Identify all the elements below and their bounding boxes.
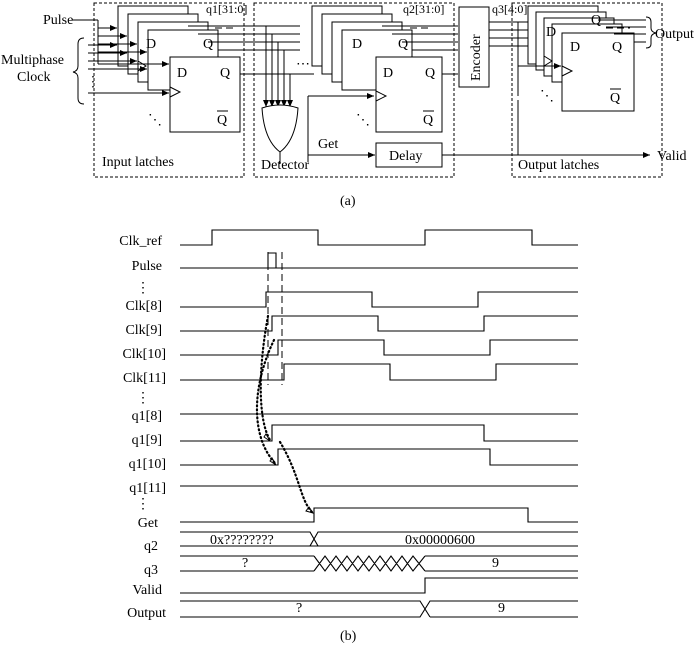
wave-valid [180,577,578,594]
q3-after-value: 9 [492,556,499,571]
row-label: Get [138,516,158,531]
row-label: Pulse [132,259,162,274]
row-label: q3 [144,563,158,578]
row-label: Clk[11] [123,371,166,386]
row-label: Output [127,606,166,621]
wave-clk9 [180,315,578,332]
causal-arrow [278,440,314,514]
latch-qbar-label: Q [423,113,433,128]
input-latches-label: Input latches [102,155,174,170]
q2-bus-label: q2[31:0] [403,2,444,16]
row-label: ⋮ [136,497,150,512]
latch-q-label: Q [425,66,435,81]
output-after-value: 9 [498,601,505,616]
row-label: Clk[9] [125,323,162,338]
svg-text:⋱: ⋱ [540,89,554,104]
q3-transition-region [313,555,426,572]
causal-arrow [255,338,278,466]
latch-q-label: Q [203,37,213,52]
q3-bus-label: q3[4:0] [492,2,527,16]
svg-text:⋱: ⋱ [356,113,370,128]
latch-d-label: D [146,37,156,52]
row-label: q1[9] [132,433,162,448]
latch-q-label: Q [220,66,230,81]
output-latch-stack: D Q D Q Q ⋱ [527,5,635,112]
delay-label: Delay [389,149,422,164]
input-latches-region [93,2,245,178]
output-latch-front [561,32,635,112]
wave-clk-ref [180,229,578,246]
wave-q1-9 [180,424,578,442]
q2-latch-front [375,56,443,133]
output-latches-label: Output latches [518,158,599,173]
latch-q-label: Q [398,37,408,52]
wave-output-bus [180,600,578,618]
block-diagram: Input latches D Q D Q Q ⋱ Pulse [1,2,694,178]
clock-label: Clock [17,70,50,85]
valid-label: Valid [657,149,687,164]
encoder-block [458,6,490,88]
latch-d-label: D [383,66,393,81]
svg-text:⋯: ⋯ [296,57,310,72]
latch-d-label: D [352,37,362,52]
panel-a-caption: (a) [340,194,356,209]
wave-q3-bus [180,555,578,572]
latch-q-label: Q [591,13,601,28]
latch-qbar-label: Q [610,91,620,106]
detector-label: Detector [261,158,310,173]
wave-clk8 [180,291,578,308]
q2-before-value: 0x???????? [210,533,274,548]
wave-q2-bus [180,531,578,547]
encoder-label: Encoder [469,34,484,81]
row-label: q1[10] [129,457,166,472]
row-label: Clk_ref [119,234,162,249]
input-latch-front [169,56,241,133]
row-label: Valid [132,583,162,598]
latch-qbar-label: Q [217,113,227,128]
row-label: ⋮ [136,391,150,406]
row-labels: Clk_ref Pulse ⋮ Clk[8] Clk[9] Clk[10] Cl… [119,234,166,621]
wave-q1-10 [180,448,578,466]
or-gate-symbol [261,104,299,153]
timing-diagram: Clk_ref Pulse ⋮ Clk[8] Clk[9] Clk[10] Cl… [119,229,578,621]
multiphase-label: Multiphase [1,53,64,68]
output-label: Output [655,27,694,42]
input-latch-stack: D Q D Q Q ⋱ [117,5,241,133]
wave-clk11 [180,363,578,381]
row-label: Clk[8] [125,299,162,314]
wave-get [180,507,578,523]
pulse-input-label: Pulse [43,13,73,28]
row-label: q2 [144,539,158,554]
q2-after-value: 0x00000600 [405,533,475,548]
get-label: Get [318,137,338,152]
row-label: q1[11] [129,481,166,496]
causal-arrow [259,314,272,442]
output-before-value: ? [296,601,302,616]
detector-region [253,2,455,178]
latch-d-label: D [177,66,187,81]
latch-d-label: D [546,25,556,40]
latch-d-label: D [570,40,580,55]
latch-q-label: Q [612,40,622,55]
wave-clk10 [180,339,578,356]
q3-before-value: ? [242,556,248,571]
row-label: ⋮ [136,281,150,296]
row-label: q1[8] [132,409,162,424]
panel-b-caption: (b) [340,629,357,644]
row-label: Clk[10] [122,347,166,362]
q2-latch-stack: D Q D Q Q ⋱ [311,5,443,133]
svg-text:⋮: ⋮ [86,75,100,90]
output-latches-region [511,2,663,178]
svg-text:⋱: ⋱ [148,113,162,128]
q1-bus-label: q1[31:0] [206,2,247,16]
pulse-spike [267,252,277,268]
